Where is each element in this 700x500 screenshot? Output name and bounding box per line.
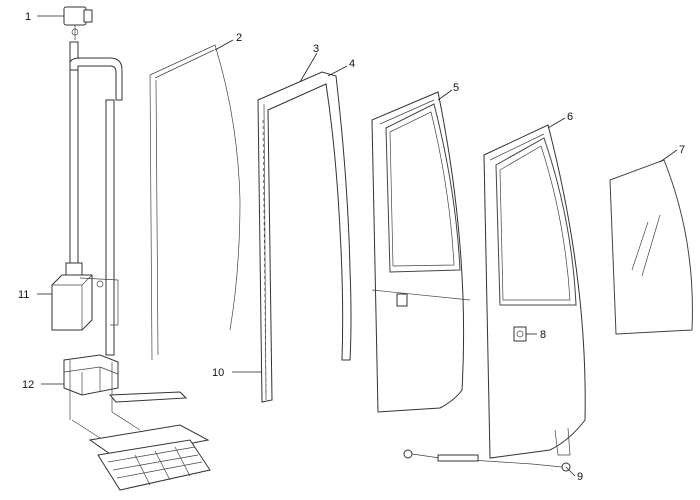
callout-4: 4 xyxy=(349,58,355,70)
part-12-step-assembly xyxy=(63,354,211,491)
part-2-seal-strip xyxy=(149,44,241,361)
callout-3: 3 xyxy=(313,43,319,55)
part-5-door-panel xyxy=(371,91,471,413)
callout-12: 12 xyxy=(22,379,34,391)
callout-10: 10 xyxy=(212,367,224,379)
part-9-tie-rod xyxy=(403,449,571,472)
callout-5: 5 xyxy=(453,82,459,94)
callout-7: 7 xyxy=(679,144,685,156)
part-7-glass-pane xyxy=(609,159,693,335)
callout-1: 1 xyxy=(25,11,31,23)
callout-6: 6 xyxy=(567,111,573,123)
part-11-wiper-assembly xyxy=(51,41,123,356)
part-6-door-frame xyxy=(483,124,586,459)
callout-9: 9 xyxy=(577,471,583,483)
callout-11: 11 xyxy=(18,289,29,301)
leader-lines xyxy=(37,15,678,477)
callout-8: 8 xyxy=(540,329,546,341)
part-1-wiper-motor xyxy=(63,6,93,40)
part-3-4-10-frame-seal xyxy=(257,71,352,403)
callout-2: 2 xyxy=(236,32,242,44)
